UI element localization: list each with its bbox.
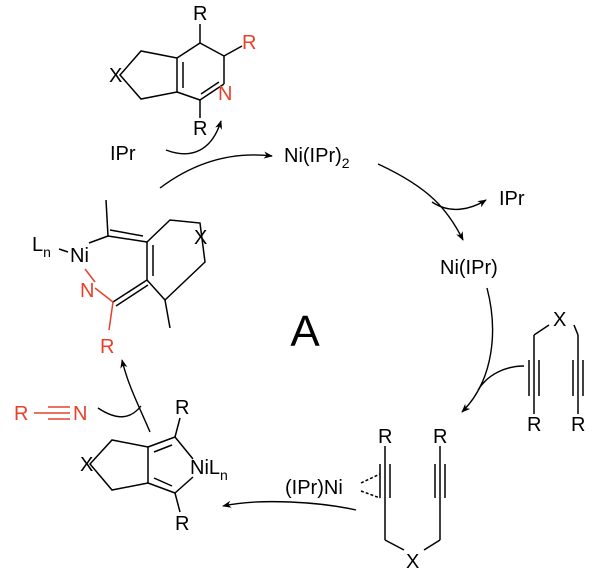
- diyne-r-right: R: [571, 414, 585, 436]
- azanickelacycle-r-red: R: [100, 336, 114, 358]
- nitrile-r: R: [14, 403, 28, 425]
- pyridine-r-bottom: R: [193, 118, 207, 140]
- ligand-reassociation-arrow: [159, 151, 273, 189]
- alkyne-complex-x: X: [406, 551, 419, 573]
- pyridine-r-top: R: [193, 3, 207, 25]
- diyne-x: X: [553, 309, 566, 331]
- ipr-release-arrow: [431, 199, 487, 210]
- diyne-binding-arrow: [461, 287, 494, 413]
- nitrile: R N: [14, 403, 87, 425]
- azanickelacycle: [84, 199, 206, 331]
- oxidative-cyclization-arrow: [222, 500, 357, 511]
- diyne-r-left: R: [527, 414, 541, 436]
- nickelacycle-r-top: R: [175, 397, 189, 419]
- alkyne-complex-ni: (IPr)Ni: [285, 477, 343, 499]
- nickelacycle-x: X: [80, 454, 93, 476]
- pyridine-r-red: R: [242, 32, 256, 54]
- cycle-label: A: [290, 307, 320, 356]
- ligand-dissociation-arrow: [377, 163, 464, 241]
- ligand-released-label: IPr: [499, 188, 525, 210]
- nitrile-entry-arrow: [97, 405, 142, 418]
- azanickelacycle-n-red: N: [80, 280, 94, 302]
- azanickelacycle-x: X: [194, 227, 207, 249]
- nickelacyclopentadiene: [89, 417, 194, 513]
- pyridine-product: [119, 24, 243, 118]
- product-release-arrow: [165, 120, 223, 155]
- diyne-entry-arrow: [477, 365, 525, 391]
- alkyne-complex-r-right: R: [433, 426, 447, 448]
- nitrile-n: N: [73, 403, 87, 425]
- ligand-added-label: IPr: [110, 143, 136, 165]
- pyridine-n-red: N: [218, 83, 232, 105]
- nickelacycle-ni: NiLn: [190, 457, 228, 483]
- alkyne-complex-r-left: R: [378, 426, 392, 448]
- alkyne-complex: [360, 446, 446, 551]
- pyridine-x: X: [109, 65, 122, 87]
- azanickelacycle-ni: Ni: [70, 245, 89, 267]
- diyne-substrate: [528, 324, 584, 414]
- azanickelacycle-l: Ln: [32, 234, 51, 260]
- ni-ipr-label: Ni(IPr): [440, 257, 498, 279]
- nickelacycle-r-bottom: R: [175, 513, 189, 535]
- ni-ipr2-label: Ni(IPr)2: [284, 145, 350, 171]
- nitrile-insertion-arrow: [120, 359, 151, 433]
